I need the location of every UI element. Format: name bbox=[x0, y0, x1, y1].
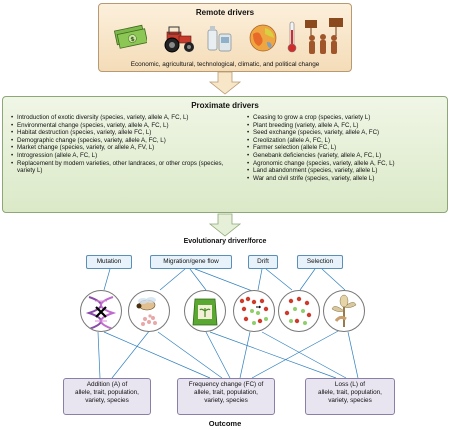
proximate-driver-item: Market change (species, variety, or alle… bbox=[11, 144, 237, 152]
outcome-frequency-change: Frequency change (FC) of allele, trait, … bbox=[177, 378, 275, 415]
evolutionary-driver-title: Evolutionary driver/force bbox=[183, 238, 267, 245]
force-mutation: Mutation bbox=[86, 255, 132, 269]
proximate-driver-item: Plant breeding (variety, allele A, FC, L… bbox=[247, 122, 443, 130]
proximate-driver-item: Farmer selection (allele FC, L) bbox=[247, 144, 443, 152]
proximate-driver-item: Agronomic change (species, variety, alle… bbox=[247, 160, 443, 168]
connector-icon3-loss bbox=[209, 331, 337, 379]
proximate-drivers-right-list: Ceasing to grow a crop (species, variety… bbox=[247, 114, 443, 182]
proximate-drivers-left-list: Introduction of exotic diversity (specie… bbox=[11, 114, 237, 175]
force-drift: Drift bbox=[248, 255, 278, 269]
connector-selection-icon4 bbox=[299, 268, 316, 291]
tractor-icon bbox=[164, 26, 194, 53]
connector-drift-icon3 bbox=[257, 268, 263, 291]
outcome-label-line: Loss (L) of bbox=[334, 381, 366, 388]
money-icon: $ bbox=[113, 24, 147, 49]
outcome-label-line: allele, trait, population, bbox=[75, 389, 139, 396]
proximate-drivers-title: Proximate drivers bbox=[191, 101, 259, 110]
pollinator-icon bbox=[128, 290, 170, 332]
proximate-driver-item: Habitat destruction (species, variety, a… bbox=[11, 129, 237, 137]
force-selection: Selection bbox=[297, 255, 343, 269]
proximate-driver-item: Environmental change (species, variety, … bbox=[11, 122, 237, 130]
force-migration-gene-flow: Migration/gene flow bbox=[150, 255, 232, 269]
arrow-proximate-to-evolution bbox=[208, 213, 242, 237]
connector-icon5-loss bbox=[347, 331, 359, 379]
remote-drivers-caption: Economic, agricultural, technological, c… bbox=[130, 61, 320, 68]
protest-icon bbox=[305, 18, 343, 54]
proximate-driver-item: Ceasing to grow a crop (species, variety… bbox=[247, 114, 443, 122]
proximate-driver-item: Replacement by modern varieties, other l… bbox=[11, 160, 237, 175]
remote-drivers-title: Remote drivers bbox=[195, 8, 255, 17]
connector-migration-icon2 bbox=[189, 268, 207, 291]
arrow-remote-to-proximate bbox=[208, 71, 242, 95]
thermometer-icon bbox=[287, 21, 297, 53]
seed-bag-icon bbox=[184, 290, 226, 332]
plant-selection-icon bbox=[323, 290, 365, 332]
remote-drivers-box: Remote drivers $ bbox=[98, 3, 352, 72]
proximate-driver-item: Land abandonment (species, variety, alle… bbox=[247, 167, 443, 175]
population-subset-icon bbox=[278, 290, 320, 332]
connector-icon4-loss bbox=[261, 331, 347, 379]
connector-migration-icon1 bbox=[159, 268, 186, 291]
proximate-driver-item: Creolization (allele A, FC, L) bbox=[247, 137, 443, 145]
proximate-driver-item: Demographic change (species, variety, al… bbox=[11, 137, 237, 145]
connector-icon5-frequency bbox=[251, 329, 341, 379]
connector-icon3-frequency bbox=[205, 331, 231, 379]
proximate-driver-item: Seed exchange (species, variety, allele … bbox=[247, 129, 443, 137]
connector-mutation-icon bbox=[103, 268, 111, 291]
proximate-driver-item: Introduction of exotic diversity (specie… bbox=[11, 114, 237, 122]
outcome-addition: Addition (A) of allele, trait, populatio… bbox=[63, 378, 151, 415]
outcome-title: Outcome bbox=[208, 419, 242, 428]
connector-icon1-frequency bbox=[103, 331, 211, 379]
chemicals-icon bbox=[207, 26, 232, 52]
proximate-driver-item: Genebank deficiencies (variety, allele A… bbox=[247, 152, 443, 160]
globe-icon bbox=[249, 24, 277, 52]
proximate-driver-item: Introgression (allele A, FC, L) bbox=[11, 152, 237, 160]
outcome-loss: Loss (L) of allele, trait, population, v… bbox=[305, 378, 395, 415]
proximate-driver-item: War and civil strife (species, variety, … bbox=[247, 175, 443, 183]
connector-drift-icon4 bbox=[265, 268, 293, 291]
connector-icon1-addition bbox=[97, 331, 101, 379]
connector-migration-icon3 bbox=[194, 268, 256, 293]
population-drift-icon bbox=[233, 290, 275, 332]
svg-text:$: $ bbox=[130, 36, 136, 44]
outcome-label-line: variety, species bbox=[204, 397, 248, 404]
connector-icon4-frequency bbox=[239, 331, 251, 379]
dna-mutation-icon bbox=[80, 290, 122, 332]
outcome-label-line: Addition (A) of bbox=[86, 381, 128, 388]
outcome-label-line: Frequency change (FC) of bbox=[188, 381, 264, 388]
connector-selection-icon5 bbox=[321, 268, 346, 291]
outcome-label-line: variety, species bbox=[328, 397, 372, 404]
outcome-label-line: allele, trait, population, bbox=[318, 389, 382, 396]
connector-icon2-addition bbox=[111, 329, 151, 379]
outcome-label-line: variety, species bbox=[85, 397, 129, 404]
connector-icon2-frequency bbox=[157, 331, 223, 379]
outcome-label-line: allele, trait, population, bbox=[194, 389, 258, 396]
proximate-drivers-box: Proximate drivers Introduction of exotic… bbox=[2, 96, 448, 213]
